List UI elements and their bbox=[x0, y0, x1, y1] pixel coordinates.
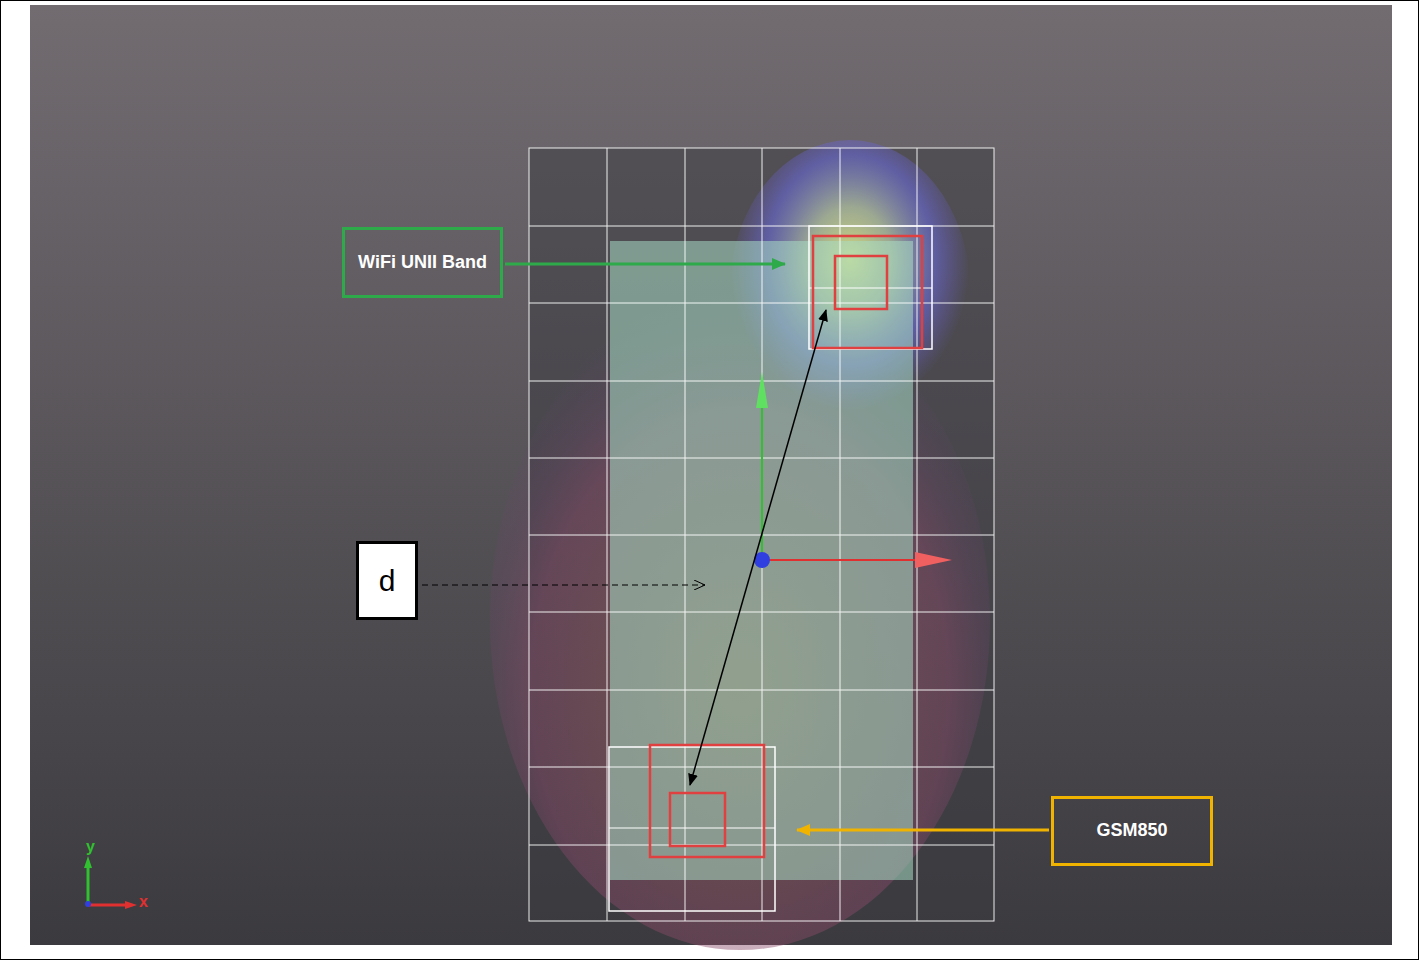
callout-box: GSM850 bbox=[1051, 796, 1213, 866]
callout-box: WiFi UNII Band bbox=[342, 227, 503, 298]
axis-label: x bbox=[139, 893, 148, 911]
axis-label: y bbox=[86, 838, 95, 856]
callout-text: d bbox=[379, 563, 396, 599]
callout-box: d bbox=[356, 541, 418, 620]
callout-text: WiFi UNII Band bbox=[358, 252, 487, 274]
callout-text: GSM850 bbox=[1096, 820, 1167, 842]
